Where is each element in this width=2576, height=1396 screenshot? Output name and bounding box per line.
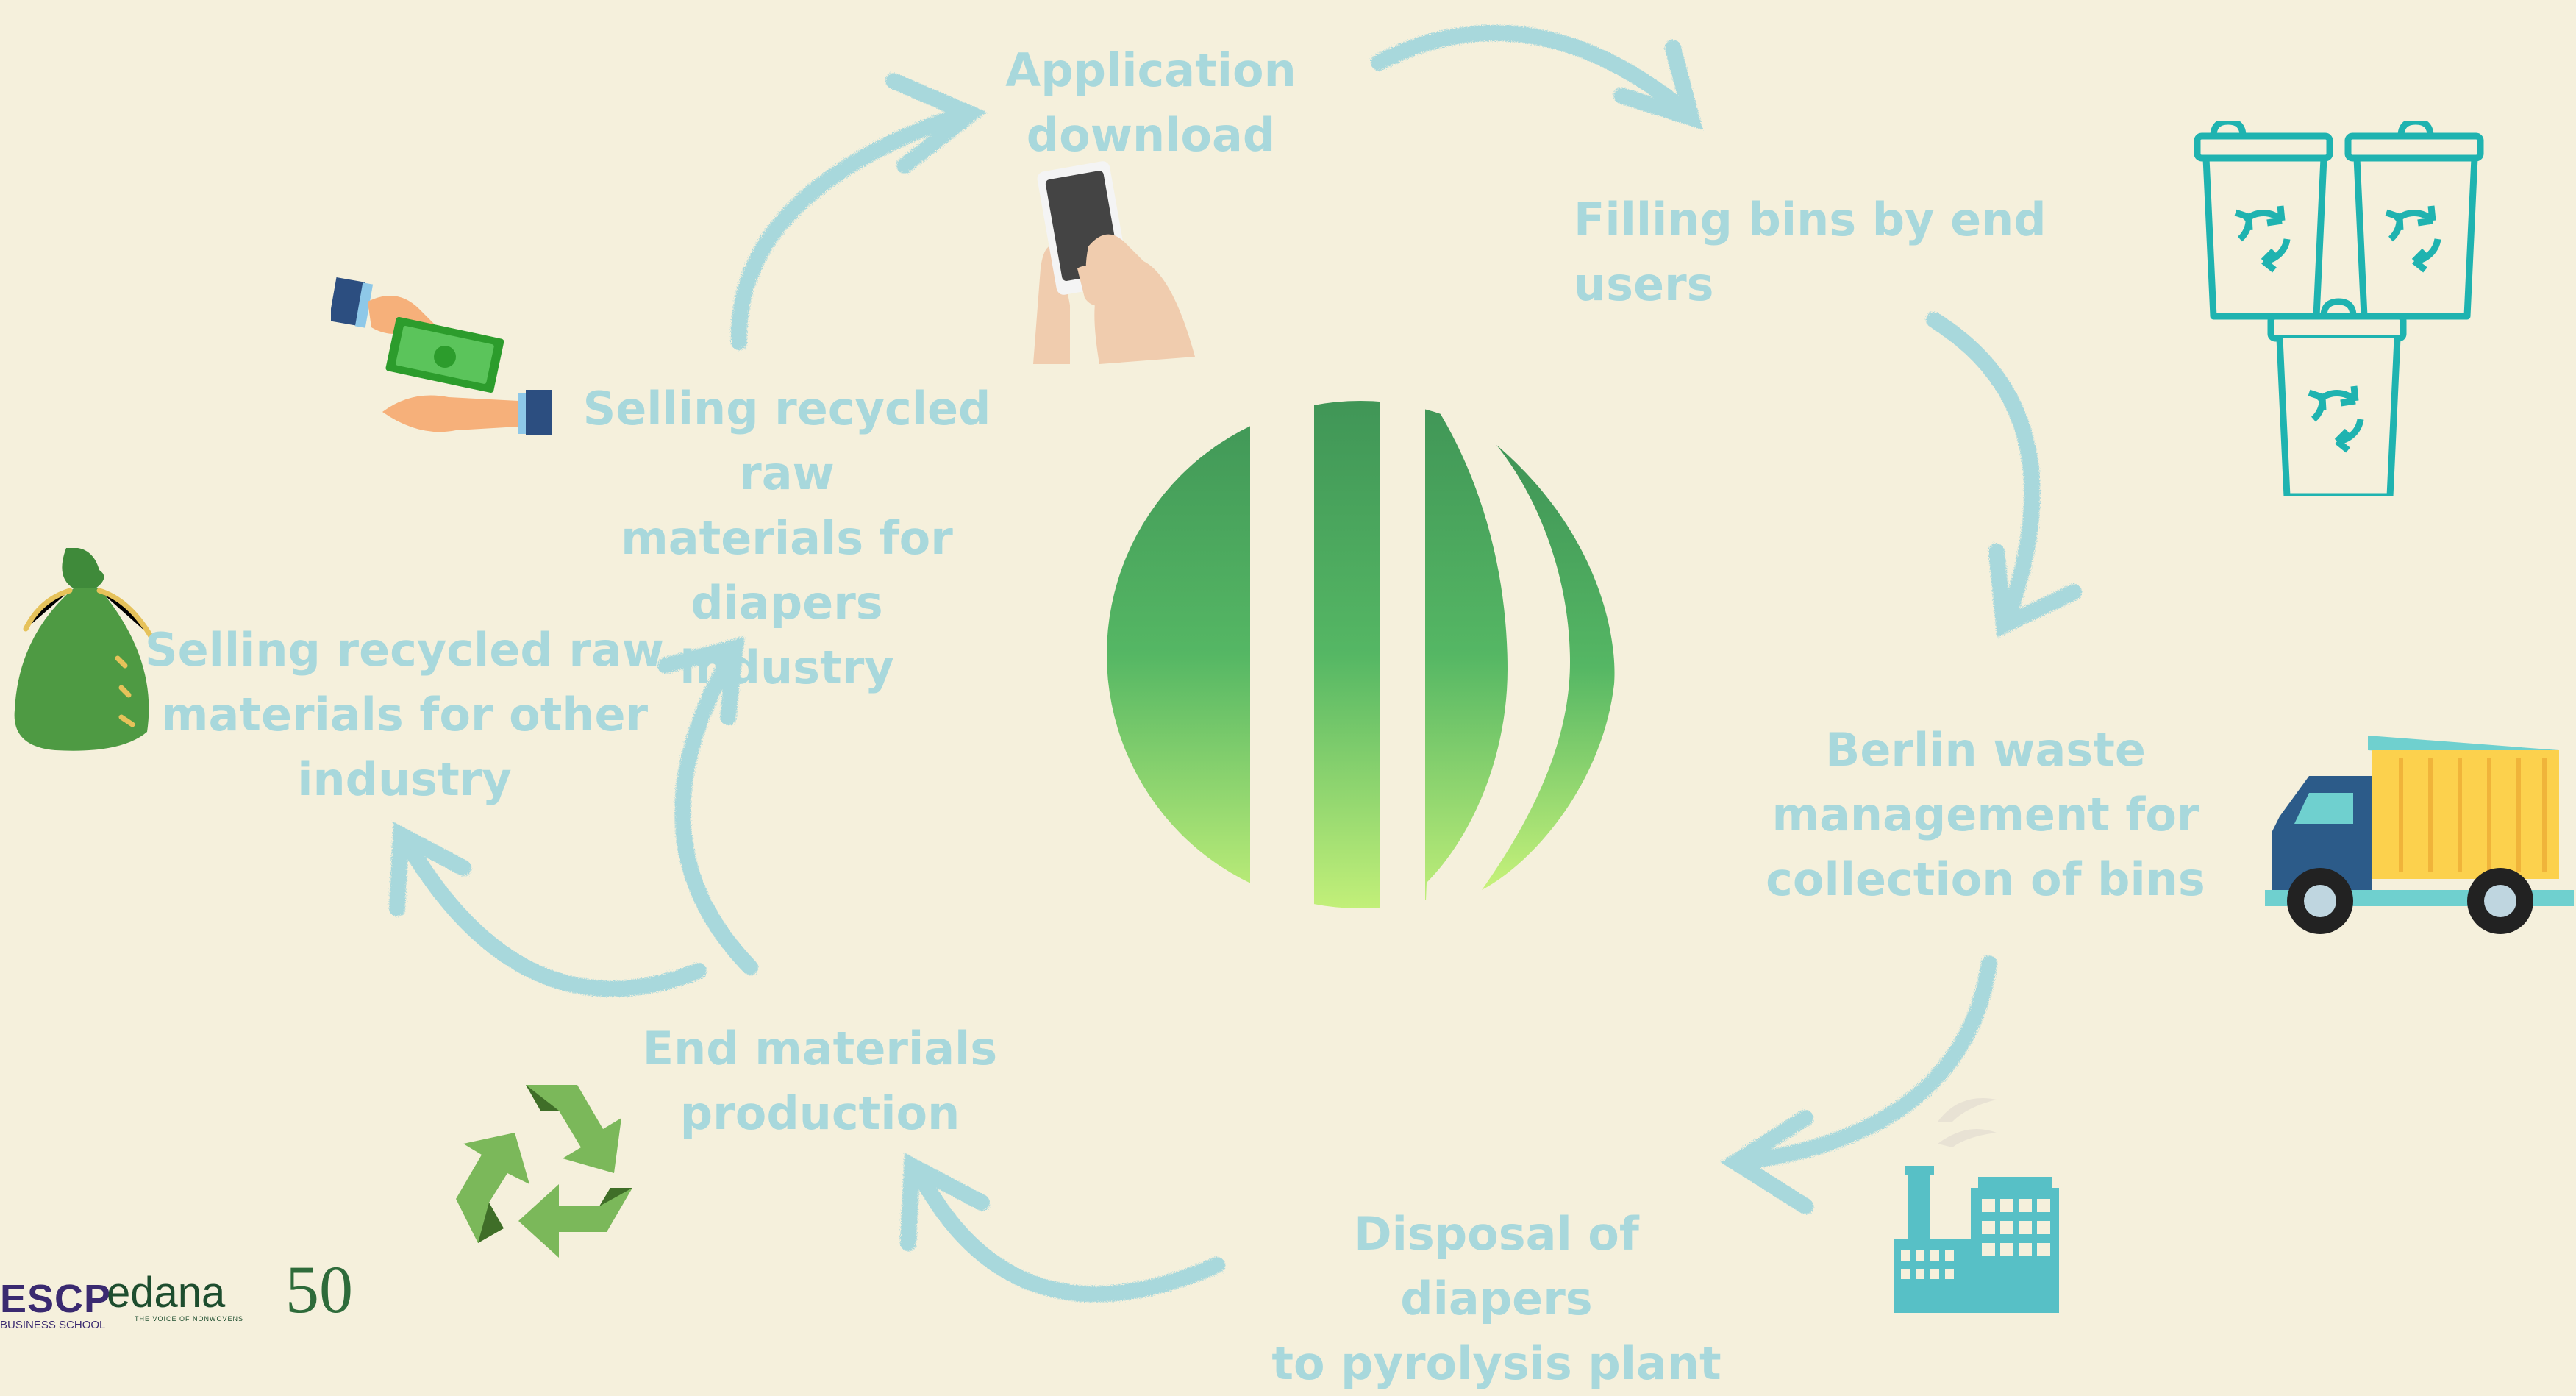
arrow-truck-to-factory-head (1720, 1110, 1813, 1214)
step-disposal: Disposal of diapers to pyrolysis plant (1271, 1207, 1722, 1390)
arrow-disposal-to-end (911, 1165, 1225, 1303)
step-filling-bins: Filling bins by end users (1574, 193, 2047, 311)
arrow-app-to-bins-head (1613, 40, 1703, 130)
smartphone-in-hands-icon (1033, 161, 1195, 364)
escp-logo: ESCP BUSINESS SCHOOL (0, 1278, 111, 1331)
arrow-end-to-diapers-head (657, 636, 745, 725)
arrow-end-to-other-head (389, 822, 471, 916)
step-berlin-waste: Berlin waste management for collection o… (1766, 723, 2205, 906)
arrow-bins-to-truck (1926, 312, 2041, 626)
arrow-end-to-diapers (674, 647, 758, 975)
escp-logo-text: ESCP (0, 1277, 112, 1321)
arrow-diapers-to-app (730, 106, 971, 350)
step-selling-other: Selling recycled raw materials for other… (144, 623, 665, 806)
edana-logo-text: edana (107, 1269, 226, 1317)
garbage-truck-icon (2265, 736, 2574, 934)
step-end-materials: End materials production (642, 1022, 998, 1140)
money-bag-icon (14, 548, 154, 751)
arrow-end-to-other (396, 830, 707, 997)
arrow-app-to-bins (1371, 25, 1692, 118)
factory-icon (1894, 1098, 2059, 1313)
money-exchange-icon (331, 277, 552, 435)
central-green-logo (1107, 401, 1615, 908)
recycling-bins-icon (2194, 121, 2484, 496)
recycle-symbol-icon (456, 1085, 632, 1258)
arrow-disposal-to-end-head (900, 1153, 990, 1251)
fifty-anniversary-logo: 50 (285, 1252, 353, 1327)
escp-logo-subtext: BUSINESS SCHOOL (0, 1319, 106, 1331)
step-application-download: Application download (1005, 43, 1296, 162)
step-selling-diapers: Selling recycled raw materials for diape… (582, 382, 991, 694)
arrows-layer (389, 25, 2082, 1303)
arrow-diapers-to-app-head (885, 73, 987, 174)
edana-logo: edana THE VOICE OF NONWOVENS (107, 1269, 244, 1323)
arrow-truck-to-factory (1735, 955, 1997, 1170)
edana-logo-subtext: THE VOICE OF NONWOVENS (135, 1315, 244, 1322)
arrow-bins-to-truck-head (1988, 544, 2082, 638)
cycle-diagram: Application download Filling bins by end… (0, 25, 2574, 1390)
